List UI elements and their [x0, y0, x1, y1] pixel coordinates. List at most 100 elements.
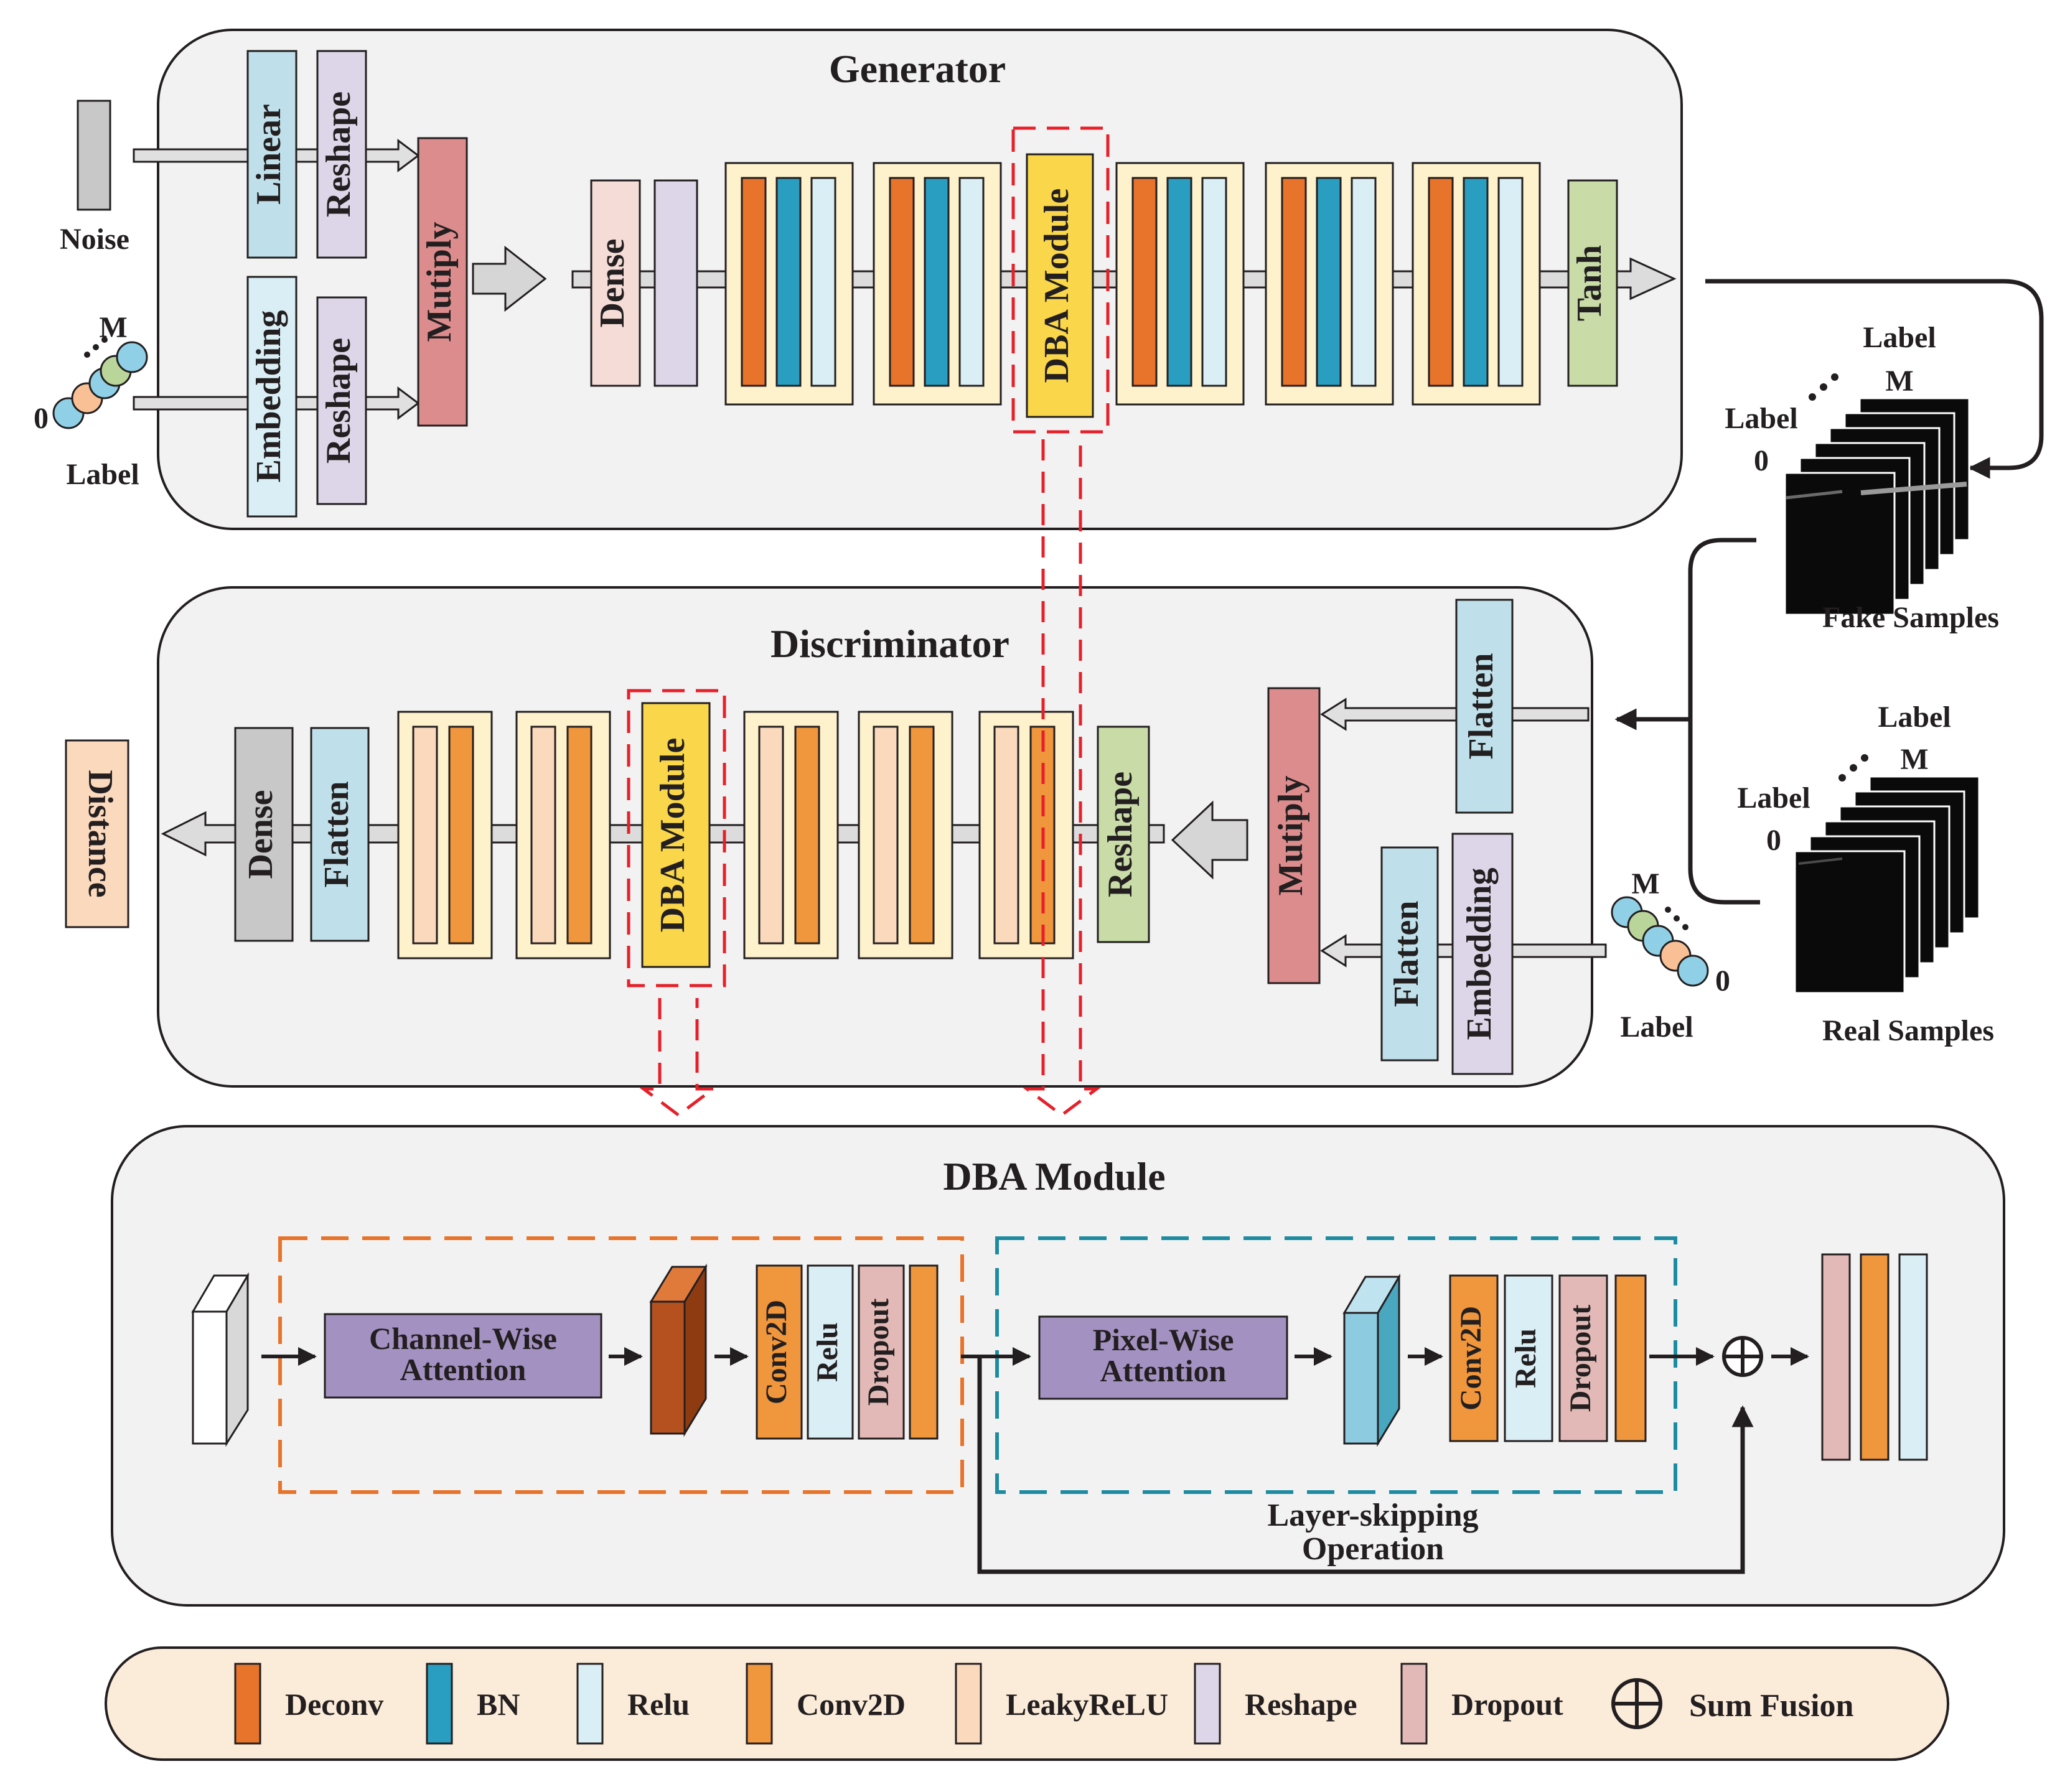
legend-sum-icon — [1611, 1678, 1662, 1729]
discriminator-mutiply-block — [1267, 687, 1321, 984]
discriminator-flatten-left-block — [310, 727, 370, 942]
legend-swatch-conv2d — [746, 1663, 773, 1745]
dba-input-feature-map — [191, 1272, 250, 1447]
embedding-text: Embedding — [250, 310, 288, 483]
generator-block-arrow — [472, 245, 547, 312]
dropout-a-text: Dropout — [862, 1299, 895, 1406]
discriminator-flatten-top-block — [1455, 599, 1514, 814]
discriminator-embedding-text: Embedding — [1460, 868, 1499, 1040]
conv2d-a-output-block — [909, 1264, 939, 1440]
tanh-block — [1567, 179, 1618, 387]
generator-dba-dashed-box — [1011, 126, 1110, 434]
generator-label-caption: Label — [66, 458, 139, 491]
legend-swatch-leakyrelu — [955, 1663, 982, 1745]
legend-label-bn: BN — [477, 1687, 520, 1722]
fake-label-zero: 0 — [1754, 444, 1769, 477]
fake-samples-stack — [1784, 397, 1970, 616]
discriminator-flatten-bottom-block — [1380, 846, 1439, 1062]
discriminator-mutiply-text: Mutiply — [1272, 776, 1310, 896]
fake-samples-caption: Fake Samples — [1822, 601, 1999, 634]
generator-deconv-group-5 — [1412, 162, 1541, 406]
red-dashed-arrow-discriminator — [639, 998, 718, 1118]
discriminator-conv-group-1 — [397, 711, 493, 959]
generator-title: Generator — [829, 47, 1006, 91]
generator-mutiply-text: Mutiply — [420, 222, 459, 342]
legend-label-relu: Relu — [627, 1687, 690, 1722]
generator-label-m: M — [99, 311, 127, 344]
embedding-block — [246, 276, 297, 518]
dba-module-title: DBA Module — [943, 1154, 1165, 1198]
distance-text: Distance — [81, 770, 119, 897]
skip-label-line2: Operation — [1302, 1531, 1444, 1567]
reshape-top-text: Reshape — [319, 91, 358, 217]
discriminator-flatten-bottom-text: Flatten — [1387, 900, 1426, 1007]
generator-dense-text: Dense — [593, 238, 632, 327]
discriminator-conv-group-3 — [743, 711, 839, 959]
generator-dba-block — [1026, 153, 1094, 418]
discriminator-reshape-block — [1097, 726, 1150, 943]
discriminator-label-zero: 0 — [1715, 964, 1730, 997]
legend-swatch-deconv — [234, 1663, 261, 1745]
pixel-branch-dashed-box — [995, 1236, 1677, 1494]
generator-label-beads — [52, 337, 148, 429]
generator-deconv-group-1 — [724, 162, 854, 406]
pixel-attention-line2: Attention — [1100, 1353, 1227, 1388]
generator-deconv-group-2 — [873, 162, 1002, 406]
fake-label-dots — [1809, 373, 1838, 401]
discriminator-block-arrow — [1171, 800, 1248, 880]
relu-a-text: Relu — [811, 1322, 844, 1382]
noise-label: Noise — [60, 223, 129, 256]
generator-label-zero: 0 — [34, 402, 49, 435]
relu-b-text: Relu — [1509, 1328, 1542, 1388]
real-samples-stack — [1794, 775, 1980, 994]
legend-label-leakyrelu: LeakyReLU — [1006, 1687, 1168, 1722]
generator-output-connector — [1705, 279, 2044, 479]
generator-deconv-group-4 — [1265, 162, 1394, 406]
discriminator-reshape-text: Reshape — [1101, 772, 1140, 897]
discriminator-dense-block — [234, 727, 294, 942]
discriminator-label-beads — [1611, 896, 1709, 987]
legend-panel — [105, 1646, 1949, 1761]
distance-block — [65, 739, 129, 928]
samples-connector — [1688, 538, 1760, 905]
dba-output-stack — [1821, 1253, 1928, 1461]
real-samples-caption: Real Samples — [1822, 1014, 1994, 1047]
reshape-bottom-text: Reshape — [319, 338, 358, 464]
sum-fusion-icon — [1722, 1336, 1763, 1377]
generator-reshape-block — [653, 179, 698, 387]
channel-attention-block — [324, 1313, 602, 1399]
legend-label-dropout: Dropout — [1451, 1687, 1563, 1722]
generator-deconv-group-3 — [1115, 162, 1245, 406]
discriminator-dba-block — [641, 702, 711, 968]
discriminator-flatten-top-text: Flatten — [1462, 653, 1501, 759]
conv2d-b-text: Conv2D — [1454, 1306, 1487, 1411]
conv2d-a-block — [756, 1264, 803, 1440]
legend-sum-label: Sum Fusion — [1689, 1688, 1854, 1724]
fake-label-m: M — [1885, 365, 1913, 398]
channel-attention-line1: Channel-Wise — [369, 1321, 557, 1356]
linear-block — [246, 50, 297, 259]
legend-label-reshape: Reshape — [1245, 1687, 1357, 1722]
tanh-text: Tanh — [1570, 245, 1609, 322]
generator-dense-block — [590, 179, 641, 387]
legend-label-conv2d: Conv2D — [797, 1687, 906, 1722]
discriminator-dba-text: DBA Module — [653, 738, 692, 933]
generator-mutiply-block — [417, 137, 468, 427]
real-label-zero: 0 — [1766, 824, 1781, 857]
generator-dba-text: DBA Module — [1037, 189, 1076, 383]
reshape-bottom-block — [316, 296, 367, 505]
skip-connection — [977, 1356, 1754, 1574]
relu-b-block — [1504, 1274, 1553, 1442]
conv2d-a-text: Conv2D — [760, 1300, 793, 1404]
real-label-dots — [1838, 754, 1868, 782]
relu-a-block — [807, 1264, 854, 1440]
linear-text: Linear — [250, 104, 288, 205]
pixel-attention-line1: Pixel-Wise — [1093, 1322, 1234, 1357]
discriminator-flatten-left-text: Flatten — [317, 781, 356, 887]
discriminator-conv-group-4 — [858, 711, 953, 959]
noise-block — [77, 100, 111, 211]
reshape-top-block — [316, 50, 367, 259]
dropout-b-text: Dropout — [1564, 1305, 1597, 1412]
